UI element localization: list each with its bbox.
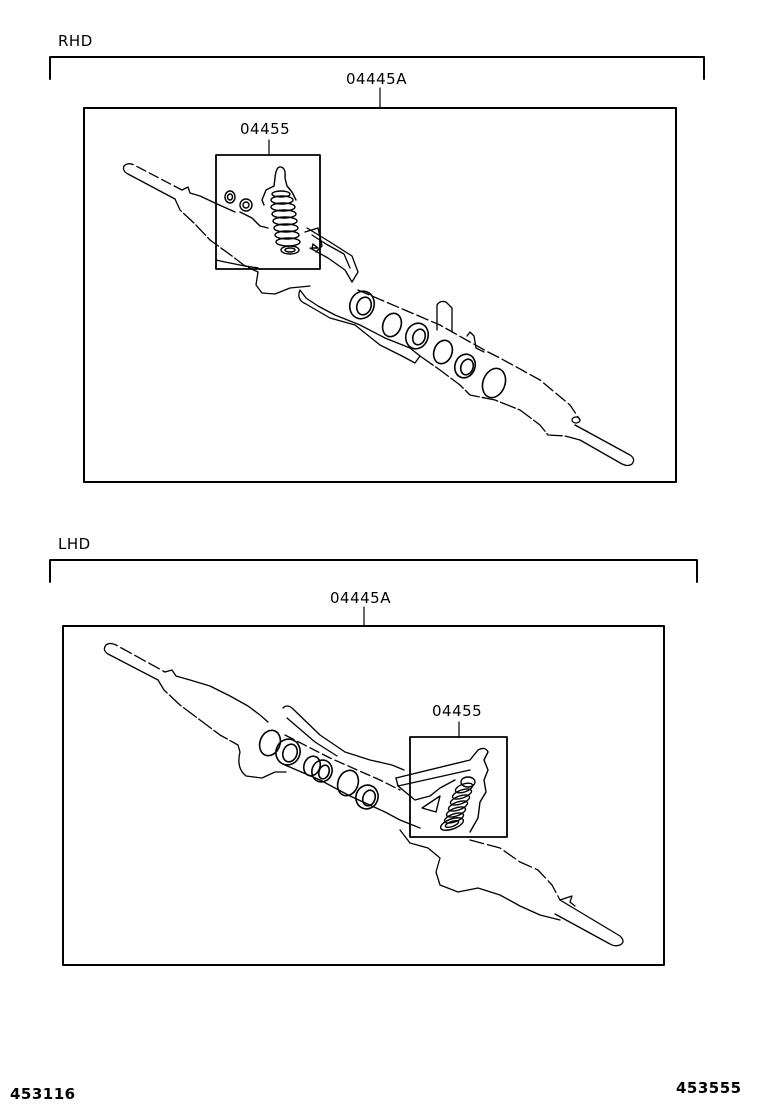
rhd-section (49, 56, 705, 483)
lhd-steering-rack-drawing (103, 642, 624, 947)
footer-left-code: 453116 (10, 1085, 76, 1103)
rhd-bracket (49, 56, 705, 80)
rhd-inset-box[interactable] (215, 154, 321, 270)
rhd-assembly-box[interactable] (83, 107, 677, 483)
lhd-bracket (49, 559, 698, 583)
rhd-pinion-seal-kit-drawing (215, 166, 323, 269)
lhd-inset-part-number[interactable]: 04455 (432, 702, 483, 720)
lhd-section-label: LHD (58, 535, 91, 553)
lhd-pinion-seal-kit-drawing (395, 747, 489, 833)
rhd-assembly-part-number[interactable]: 04445A (346, 70, 407, 88)
lhd-inset-box[interactable] (409, 736, 508, 838)
lhd-section (49, 559, 698, 966)
rhd-inset-part-number[interactable]: 04455 (240, 120, 291, 138)
rhd-section-label: RHD (58, 32, 93, 50)
rhd-steering-rack-drawing (122, 163, 635, 467)
lhd-assembly-box[interactable] (62, 625, 665, 966)
lhd-assembly-part-number[interactable]: 04445A (330, 589, 391, 607)
footer-right-code: 453555 (676, 1079, 742, 1097)
